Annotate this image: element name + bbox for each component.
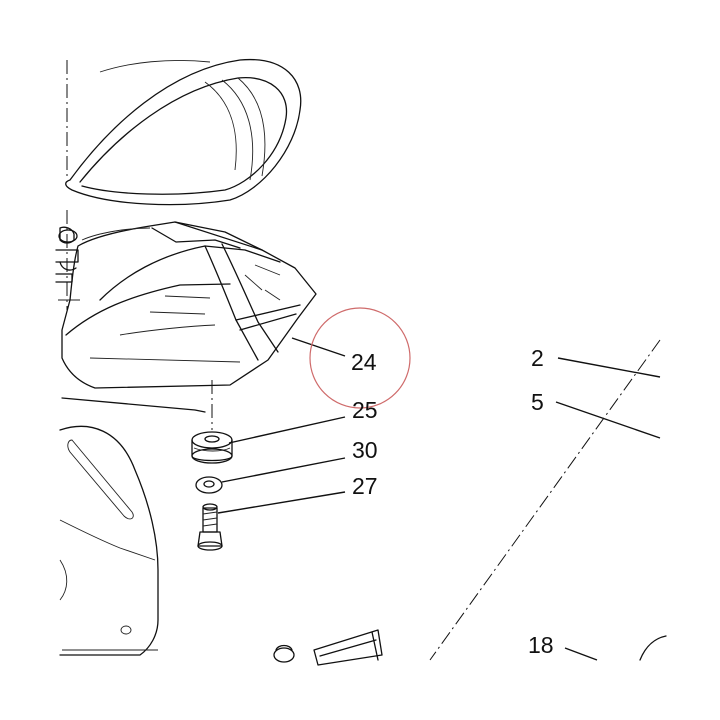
leader-2 [557,357,661,378]
lower-bracket-part [273,629,383,666]
part-18-edge [639,635,667,661]
leader-24 [291,337,346,357]
part-24-cover [61,221,317,389]
callout-30: 30 [352,437,378,463]
callout-5: 5 [531,389,544,415]
part-30-washer [195,476,223,494]
callout-24-highlight-circle [309,307,411,409]
center-guide-lines [66,60,661,661]
leader-25 [228,416,346,444]
frame-body-part [55,226,206,656]
callout-labels: 24 25 30 27 2 5 18 [351,345,554,658]
leader-5 [555,401,661,439]
leader-27 [217,491,346,514]
callout-24: 24 [351,349,377,375]
callout-27: 27 [352,473,378,499]
upper-fairing-part [65,58,302,206]
callout-25: 25 [352,397,378,423]
part-27-bolt [197,503,223,551]
callout-2: 2 [531,345,544,371]
leader-30 [221,457,346,483]
leader-lines [217,337,661,661]
part-25-grommet [191,431,233,464]
leader-18 [564,647,598,661]
callout-18: 18 [528,632,554,658]
